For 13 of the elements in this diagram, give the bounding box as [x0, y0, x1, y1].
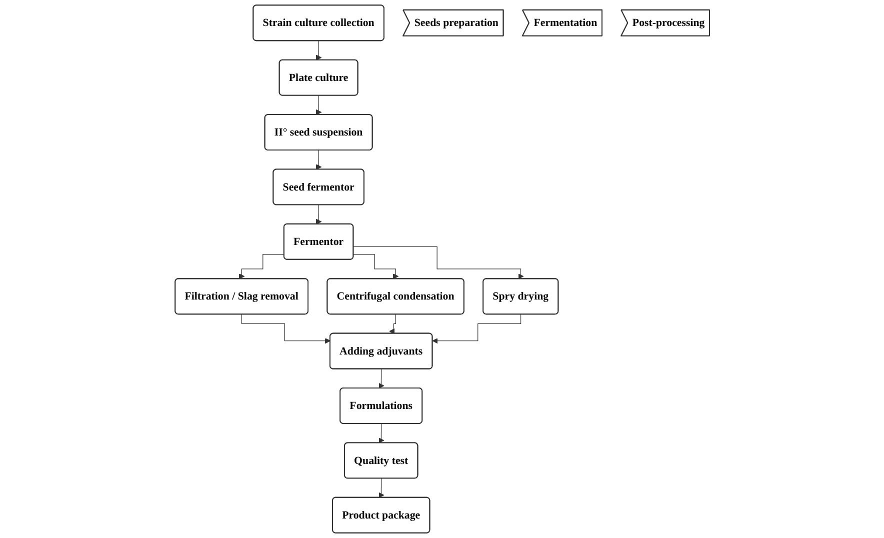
- arrow: [352, 254, 398, 280]
- arrow: [316, 95, 322, 116]
- arrow: [316, 204, 322, 224]
- arrow: [378, 423, 384, 444]
- arrow: [432, 314, 521, 344]
- arrow: [238, 254, 284, 280]
- arrow: [316, 150, 322, 170]
- arrow: [352, 246, 524, 280]
- arrow: [378, 478, 384, 498]
- arrow: [316, 40, 322, 60]
- arrow: [241, 314, 330, 344]
- arrow: [378, 368, 384, 389]
- arrow: [388, 314, 396, 334]
